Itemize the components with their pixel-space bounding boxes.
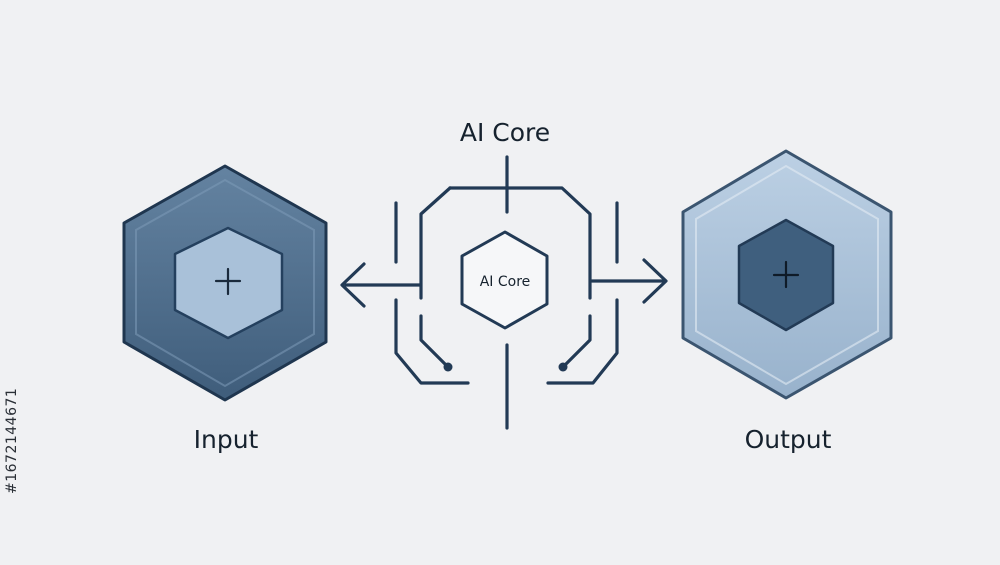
circuit-node-left xyxy=(443,362,453,372)
ai-core-inner-label: AI Core xyxy=(480,274,531,290)
circuit-frame-bottom-left xyxy=(394,298,470,385)
circuit-node-right xyxy=(558,362,568,372)
input-node xyxy=(122,164,328,402)
output-node xyxy=(681,149,893,400)
circuit-hook-left xyxy=(419,314,449,368)
input-hexagon-bevel xyxy=(135,178,315,388)
output-hexagon-bevel xyxy=(695,164,879,386)
circuit-frame-left xyxy=(419,186,452,300)
arrow-left-icon xyxy=(340,262,366,308)
plus-icon xyxy=(214,267,242,296)
circuit-hook-right xyxy=(562,314,592,368)
plus-icon xyxy=(772,260,800,289)
output-label: Output xyxy=(745,425,832,454)
arrow-to-output xyxy=(590,258,668,304)
arrow-to-input xyxy=(340,262,422,308)
ai-core-inner-hexagon xyxy=(460,230,549,330)
ai-core-title: AI Core xyxy=(460,118,550,147)
watermark-id: #1672144671 xyxy=(4,387,20,495)
arrow-right-icon xyxy=(642,258,668,304)
ai-core-circuit xyxy=(394,155,619,430)
input-label: Input xyxy=(194,425,259,454)
circuit-frame-bottom-right xyxy=(546,298,619,385)
